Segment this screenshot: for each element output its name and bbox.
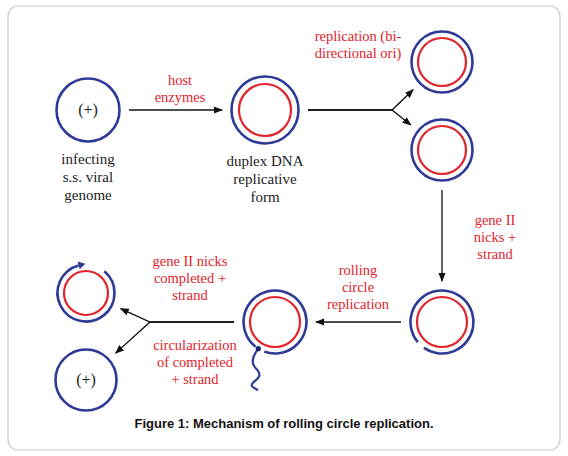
dna-circle: (+)infecting s.s. viral genome: [55, 77, 121, 143]
circle-outline: [409, 289, 475, 355]
strand-sign: (+): [55, 77, 121, 143]
step-label: rolling circle replication: [324, 262, 392, 313]
minus-strand-circle: [250, 297, 300, 347]
stage-caption: infecting s.s. viral genome: [53, 150, 123, 204]
flow-arrow: [308, 90, 413, 110]
dna-circle: [410, 30, 474, 94]
figure-caption: Figure 1: Mechanism of rolling circle re…: [0, 416, 568, 431]
plus-strand-circle: [412, 32, 473, 93]
flow-arrow: [441, 190, 442, 281]
flow-arrow: [308, 110, 411, 125]
circle-outline: [230, 75, 300, 145]
displaced-strand-tail: [252, 349, 260, 390]
circle-outline: [410, 30, 474, 94]
strand-arrow-head: [78, 262, 86, 270]
dna-circle: (+): [54, 348, 118, 412]
figure-frame: [8, 6, 560, 450]
flow-arrow: [121, 309, 234, 322]
plus-strand-arc: [244, 291, 307, 354]
minus-strand-circle: [418, 38, 466, 86]
dna-circle: [410, 118, 474, 182]
new-plus-strand-arc: [57, 265, 114, 321]
circle-outline: [56, 263, 116, 323]
nicked-plus-strand: [410, 290, 473, 353]
plus-strand-circle: [412, 120, 473, 181]
circle-outline: [410, 118, 474, 182]
minus-strand-circle: [239, 84, 291, 136]
minus-strand-circle: [417, 297, 467, 347]
plus-strand-circle: [232, 77, 299, 144]
step-label: gene II nicks + strand: [464, 212, 526, 263]
nick-dot: [256, 346, 261, 351]
step-label: circularization of completed + strand: [152, 337, 238, 388]
dna-circle: [409, 289, 475, 355]
circle-outline: [242, 289, 308, 355]
dna-circle: duplex DNA replicative form: [230, 75, 300, 145]
strand-sign: (+): [54, 348, 118, 412]
stage-caption: duplex DNA replicative form: [220, 152, 310, 206]
dna-circle: [242, 289, 308, 355]
step-label: host enzymes: [150, 72, 210, 106]
flow-arrow: [129, 109, 222, 110]
minus-strand-circle: [64, 271, 108, 315]
step-label: gene II nicks completed + strand: [140, 253, 240, 304]
minus-strand-circle: [418, 126, 466, 174]
flow-arrow: [316, 321, 401, 322]
step-label: replication (bi-directional ori): [308, 28, 408, 62]
dna-circle: [56, 263, 116, 323]
